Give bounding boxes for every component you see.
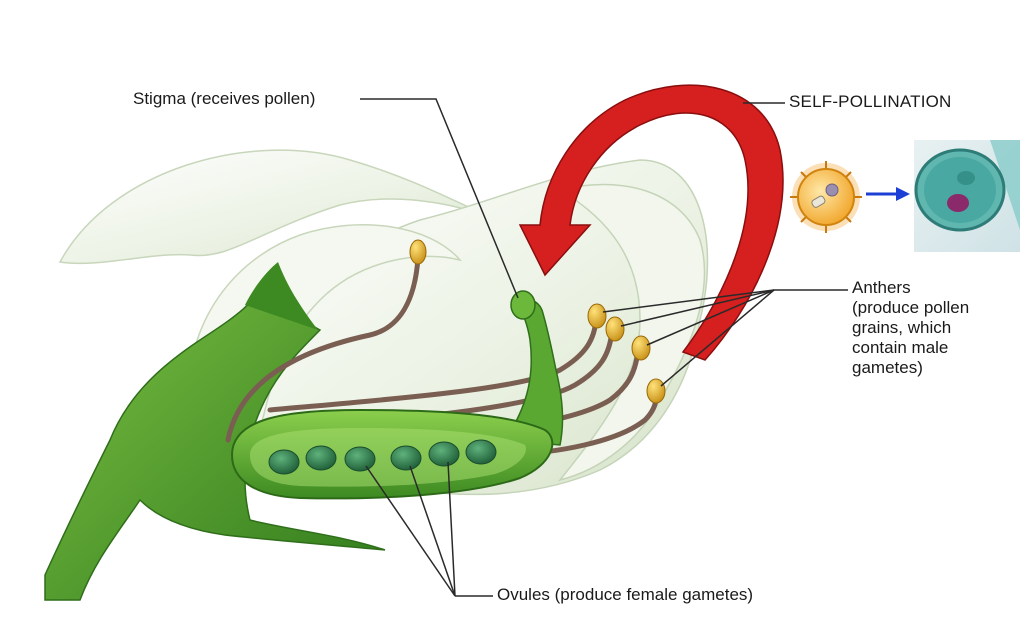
anthers-label-line: contain male bbox=[852, 338, 1012, 358]
pollen-grain-icon bbox=[790, 161, 862, 233]
stigma bbox=[511, 291, 535, 319]
anthers-label-line: gametes) bbox=[852, 358, 1012, 378]
anthers-label: Anthers (produce pollen grains, which co… bbox=[852, 278, 1012, 378]
anthers-label-line: grains, which bbox=[852, 318, 1012, 338]
anther bbox=[606, 317, 624, 341]
ovule bbox=[391, 446, 421, 470]
ovule bbox=[429, 442, 459, 466]
anthers-label-line: (produce pollen bbox=[852, 298, 1012, 318]
ovule bbox=[306, 446, 336, 470]
anther bbox=[647, 379, 665, 403]
anther bbox=[588, 304, 606, 328]
ovule bbox=[345, 447, 375, 471]
ovule bbox=[269, 450, 299, 474]
ovules-label: Ovules (produce female gametes) bbox=[497, 585, 753, 605]
self-pollination-label: SELF-POLLINATION bbox=[789, 92, 952, 112]
pollen-micrograph-icon bbox=[914, 140, 1020, 252]
anther bbox=[410, 240, 426, 264]
stigma-label: Stigma (receives pollen) bbox=[133, 89, 315, 109]
blue-arrow-icon bbox=[866, 187, 910, 201]
ovule bbox=[466, 440, 496, 464]
anthers-label-line: Anthers bbox=[852, 278, 1012, 298]
anther bbox=[632, 336, 650, 360]
